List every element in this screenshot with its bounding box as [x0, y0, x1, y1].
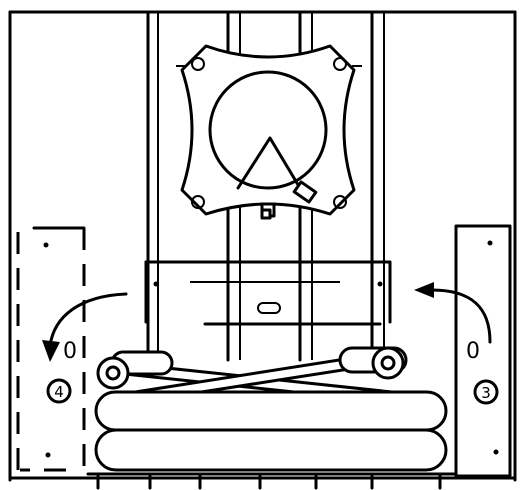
callout-3-number: 3: [481, 384, 491, 402]
callout-4-number: 4: [54, 383, 64, 401]
callout-3: 3: [473, 379, 499, 405]
right-bracket: [454, 224, 512, 478]
cross-bracket: [144, 260, 392, 326]
motor-housing: [208, 70, 328, 190]
motor-flange: [176, 44, 362, 220]
air-spring-bellows: [86, 390, 456, 490]
callout-4: 4: [46, 378, 72, 404]
left-swing-arrow: [42, 292, 128, 362]
right-swing-arrow: [414, 282, 492, 344]
callout-3-letter: 0: [466, 339, 480, 364]
outer-frame: [8, 10, 517, 482]
left-bracket: [16, 226, 86, 472]
callout-4-letter: 0: [63, 339, 77, 364]
